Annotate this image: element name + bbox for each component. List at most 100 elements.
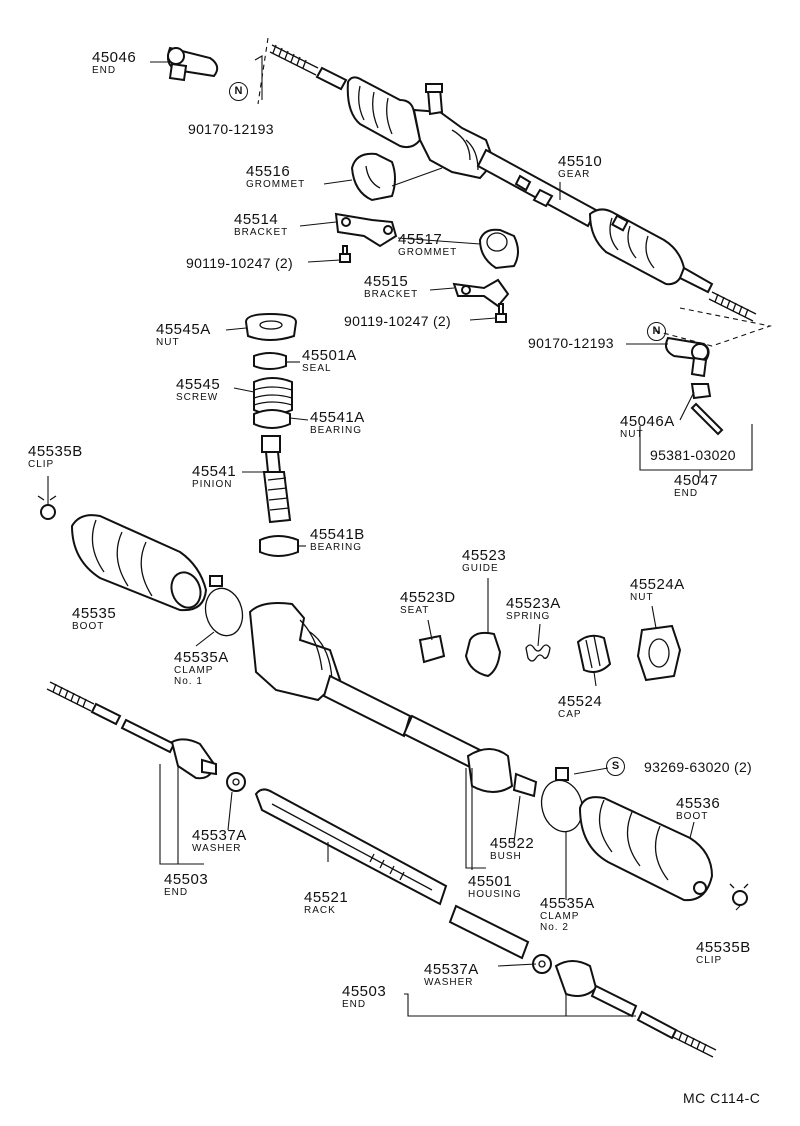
part-name: END <box>674 488 699 499</box>
part-name: BUSH <box>490 851 522 862</box>
part-number: 45516 <box>246 163 291 180</box>
part-number: 95381-03020 <box>650 447 736 463</box>
part-name: BOOT <box>72 621 105 632</box>
label-45545A: 45545A NUT <box>156 322 211 348</box>
label-45521: 45521 RACK <box>304 890 348 916</box>
part-name: HOUSING <box>468 889 522 900</box>
tie-rod-45503-right <box>532 954 717 1058</box>
part-name: NUT <box>630 592 654 603</box>
grommet-45516 <box>350 152 396 202</box>
part-number: 45517 <box>398 231 443 248</box>
part-name: SPRING <box>506 611 551 622</box>
part-name: BEARING <box>310 425 363 436</box>
gear-assembly-drawing <box>254 37 773 347</box>
part-number: 45535 <box>72 605 117 622</box>
part-name: CAP <box>558 709 582 720</box>
part-name: SEAT <box>400 605 430 616</box>
clamp-no2 <box>540 767 584 833</box>
part-name: RACK <box>304 905 336 916</box>
bracket-45514 <box>334 212 398 248</box>
part-number: 45522 <box>490 835 535 852</box>
label-45523: 45523 GUIDE <box>462 548 506 574</box>
part-name: CLIP <box>696 955 723 966</box>
part-number: 45501 <box>468 873 513 890</box>
part-number: 90170-12193 <box>188 121 274 137</box>
label-45510: 45510 GEAR <box>558 154 602 180</box>
label-90119-10247-left: 90119-10247 (2) <box>186 256 293 270</box>
part-name: WASHER <box>192 843 242 854</box>
part-number: 45545A <box>156 321 211 338</box>
part-name: BRACKET <box>234 227 289 238</box>
part-name: END <box>164 887 189 898</box>
boot-45536 <box>578 796 714 902</box>
part-number: 45047 <box>674 472 719 489</box>
diagram-code: MC C114-C <box>683 1090 761 1106</box>
part-number: 45523A <box>506 595 561 612</box>
part-name: CLIP <box>28 459 55 470</box>
bracket-45515 <box>452 278 510 308</box>
tie-rod-end-45046 <box>167 46 219 82</box>
part-number: 45535A <box>540 895 595 912</box>
label-45537A-left: 45537A WASHER <box>192 828 247 854</box>
label-45524A: 45524A NUT <box>630 577 685 603</box>
label-45514: 45514 BRACKET <box>234 212 288 238</box>
label-45535A-clamp-no2: 45535A CLAMP No. 2 <box>540 896 595 933</box>
part-number: 45523 <box>462 547 507 564</box>
label-45047: 45047 END <box>674 473 718 499</box>
label-45535B-left: 45535B CLIP <box>28 444 83 470</box>
part-name: GROMMET <box>398 247 458 258</box>
note-s-badge: S <box>606 757 625 776</box>
part-number: 45537A <box>192 827 247 844</box>
note-n-badge-right: N <box>647 322 666 341</box>
part-name: NUT <box>156 337 180 348</box>
cap-45524 <box>576 634 612 673</box>
part-name: SEAL <box>302 363 332 374</box>
note-n-badge-top: N <box>229 82 248 101</box>
rack-45521 <box>254 788 530 960</box>
clip-45535b-left <box>37 495 57 520</box>
part-number: 45046A <box>620 413 675 430</box>
label-90170-12193-right: 90170-12193 <box>528 336 614 350</box>
leader-lines <box>47 61 741 1017</box>
label-45046A: 45046A NUT <box>620 414 675 440</box>
part-number: 45515 <box>364 273 409 290</box>
part-name: END <box>92 65 117 76</box>
label-45536: 45536 BOOT <box>676 796 720 822</box>
part-number: 45524 <box>558 693 603 710</box>
spring-45523a <box>525 644 551 662</box>
part-name: GUIDE <box>462 563 499 574</box>
part-name: BEARING <box>310 542 363 553</box>
part-number: 45535B <box>28 443 83 460</box>
part-number: 45536 <box>676 795 721 812</box>
nut-45524a <box>636 624 682 682</box>
part-number: 45046 <box>92 49 137 66</box>
tie-rod-end-45047 <box>665 336 724 436</box>
grommet-45517 <box>478 228 519 270</box>
label-45535A-clamp-no1: 45535A CLAMP No. 1 <box>174 650 229 687</box>
label-45541A: 45541A BEARING <box>310 410 365 436</box>
part-number: 45537A <box>424 961 479 978</box>
label-95381-03020: 95381-03020 <box>650 448 736 462</box>
part-sub-name: No. 1 <box>174 676 203 687</box>
boot-45535 <box>70 514 208 612</box>
part-name: WASHER <box>424 977 474 988</box>
clip-45535b-right <box>729 883 749 906</box>
washer-45537a-left <box>226 772 246 792</box>
label-45516: 45516 GROMMET <box>246 164 305 190</box>
part-number: 45541 <box>192 463 237 480</box>
label-45541: 45541 PINION <box>192 464 236 490</box>
part-number: 45521 <box>304 889 349 906</box>
label-45046: 45046 END <box>92 50 136 76</box>
label-93269-63020: 93269-63020 (2) <box>644 760 752 774</box>
housing-45501 <box>248 602 538 798</box>
part-sub-name: No. 2 <box>540 922 569 933</box>
label-45503-left: 45503 END <box>164 872 208 898</box>
part-number: 45524A <box>630 576 685 593</box>
part-number: 45541B <box>310 526 365 543</box>
label-45541B: 45541B BEARING <box>310 527 365 553</box>
part-number: 45535B <box>696 939 751 956</box>
label-45523A: 45523A SPRING <box>506 596 561 622</box>
label-45535B-right: 45535B CLIP <box>696 940 751 966</box>
